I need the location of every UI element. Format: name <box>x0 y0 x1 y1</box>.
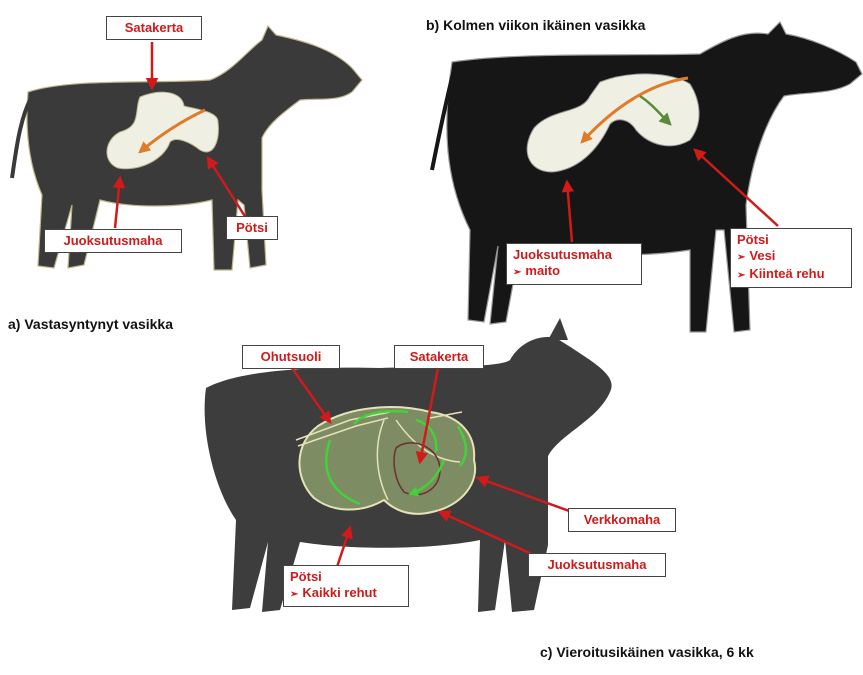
juoksutusmaha-label-b: Juoksutusmaha maito <box>506 243 642 285</box>
satakerta-label-a: Satakerta <box>106 16 202 40</box>
panel-c-caption: c) Vieroitusikäinen vasikka, 6 kk <box>540 644 754 660</box>
juoksutusmaha-item-maito-b: maito <box>513 263 635 281</box>
potsi-item-kaikki-rehut-c: Kaikki rehut <box>290 585 402 603</box>
potsi-item-vesi-b: Vesi <box>737 248 845 266</box>
satakerta-label-c: Satakerta <box>394 345 484 369</box>
juoksutusmaha-title-b: Juoksutusmaha <box>513 247 612 262</box>
verkkomaha-label-c: Verkkomaha <box>568 508 676 532</box>
juoksutusmaha-label-c: Juoksutusmaha <box>528 553 666 577</box>
potsi-title-c: Pötsi <box>290 569 322 584</box>
juoksutusmaha-label-a: Juoksutusmaha <box>44 229 182 253</box>
ohutsuoli-label-c: Ohutsuoli <box>242 345 340 369</box>
potsi-title-b: Pötsi <box>737 232 769 247</box>
panel-b-caption: b) Kolmen viikon ikäinen vasikka <box>426 17 645 33</box>
potsi-label-a: Pötsi <box>226 216 278 240</box>
panel-a-caption: a) Vastasyntynyt vasikka <box>8 316 173 332</box>
potsi-item-kiintea-rehu-b: Kiinteä rehu <box>737 266 845 284</box>
potsi-label-c: Pötsi Kaikki rehut <box>283 565 409 607</box>
potsi-label-b: Pötsi Vesi Kiinteä rehu <box>730 228 852 288</box>
